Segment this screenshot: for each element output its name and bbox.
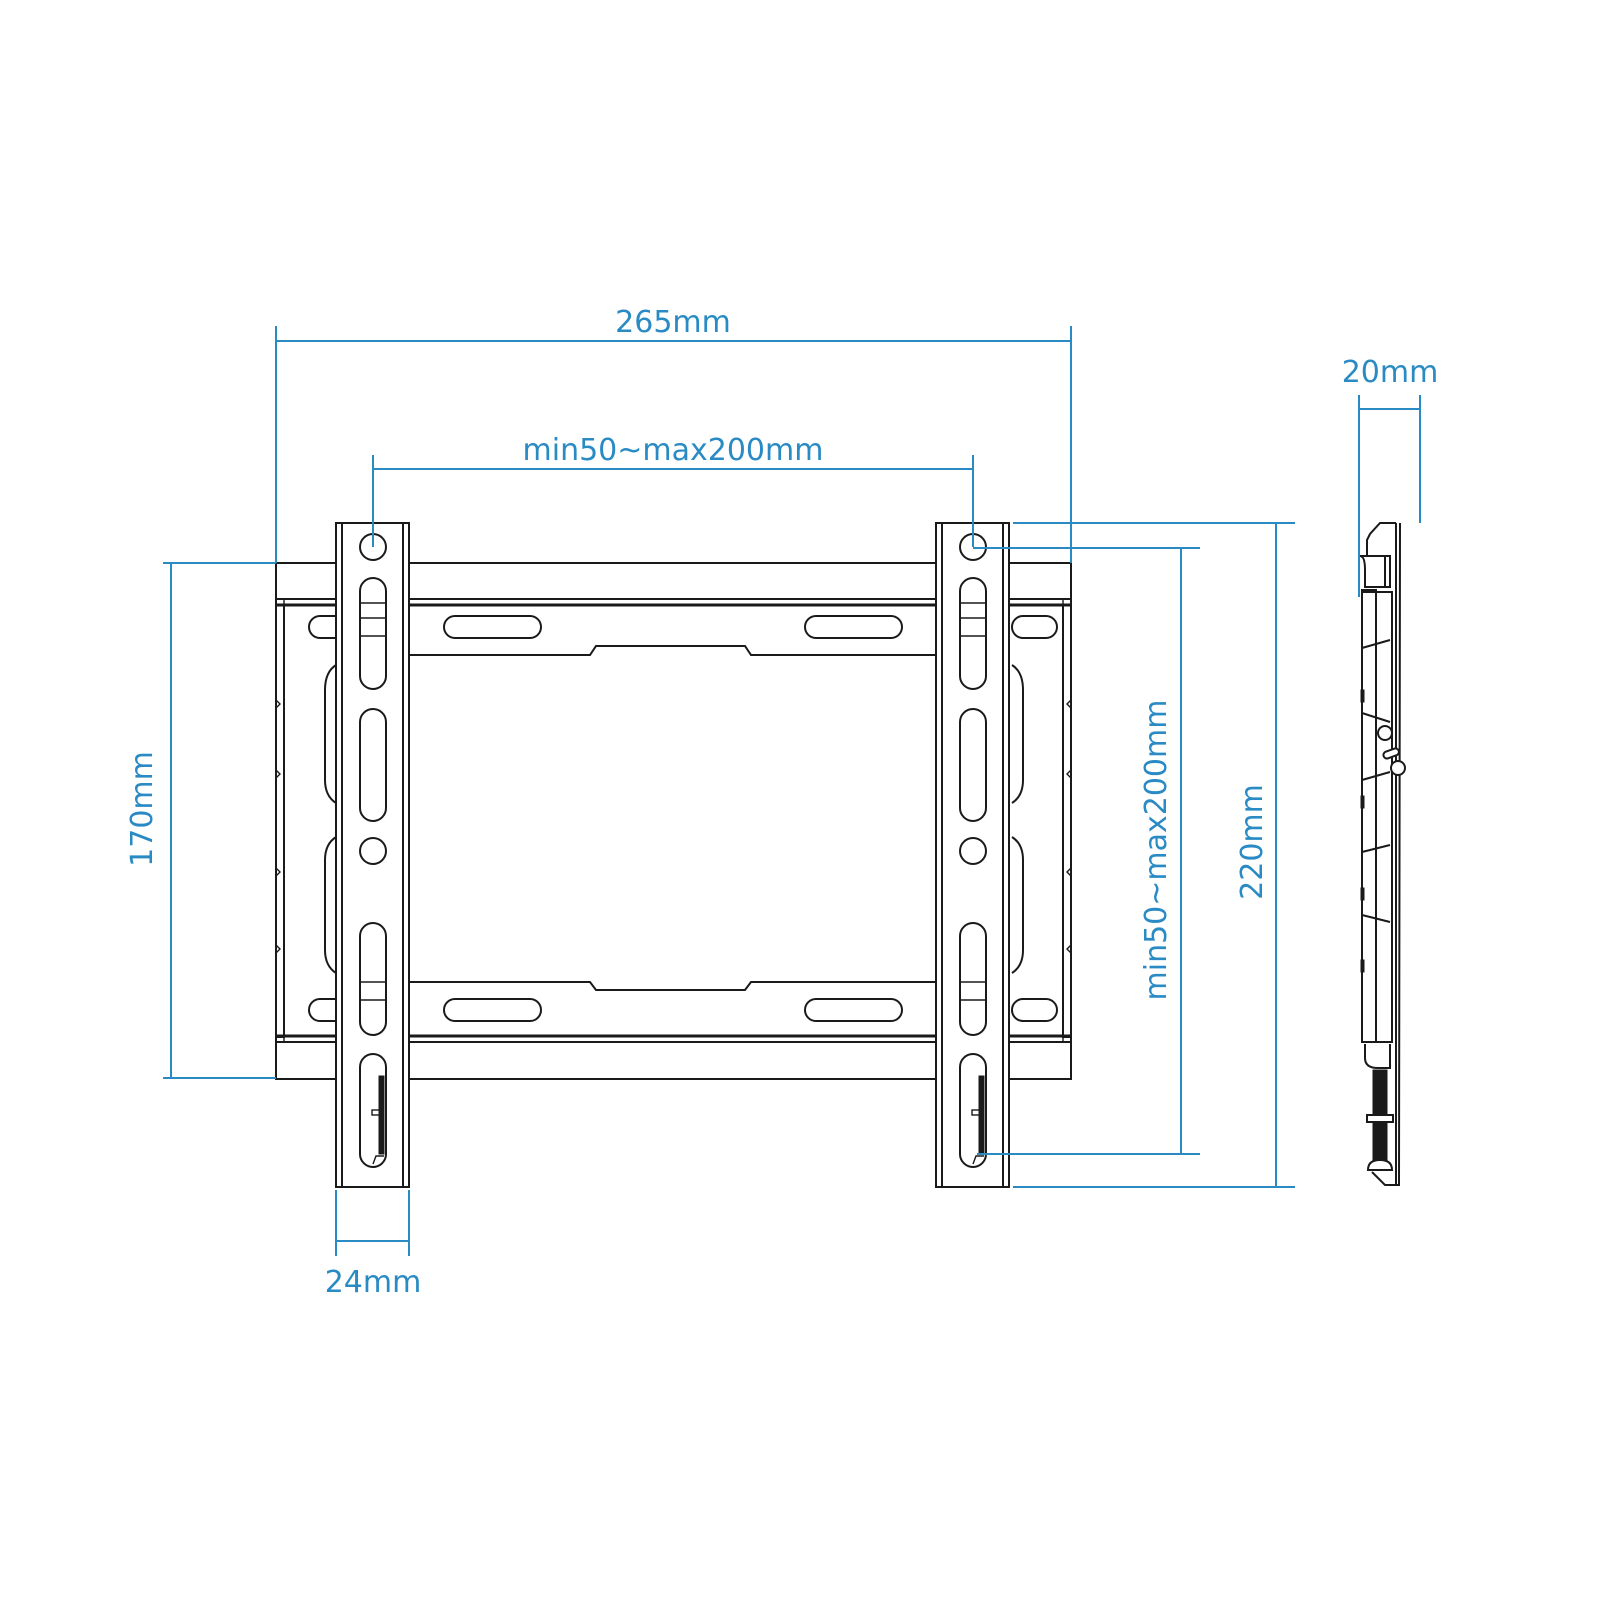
label-depth: 20mm <box>1342 355 1439 390</box>
label-arm-height: 220mm <box>1235 784 1270 900</box>
dimension-20mm <box>1358 395 1421 597</box>
label-arm-width: 24mm <box>325 1265 422 1300</box>
dimension-24mm <box>335 1190 410 1256</box>
dimension-220mm <box>1013 522 1295 1188</box>
left-vertical-arm <box>335 522 410 1188</box>
dimension-170mm <box>163 562 276 1079</box>
label-overall-width: 265mm <box>615 305 731 340</box>
label-vesa-horizontal: min50~max200mm <box>523 433 824 468</box>
side-view-profile <box>1359 522 1406 1186</box>
label-plate-height: 170mm <box>125 751 160 867</box>
right-vertical-arm <box>935 522 1010 1188</box>
dimension-vesa-horizontal <box>372 455 974 547</box>
label-vesa-vertical: min50~max200mm <box>1139 700 1174 1001</box>
dimension-vesa-vertical <box>973 547 1200 1155</box>
